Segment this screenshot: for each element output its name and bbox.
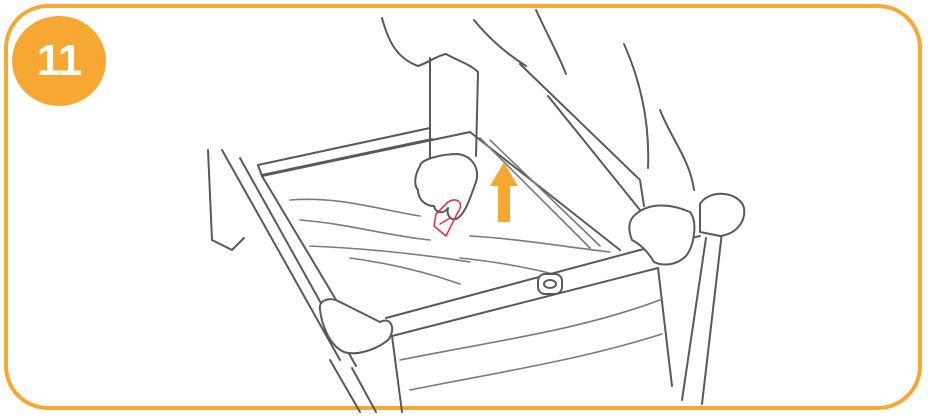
left-hand	[415, 154, 477, 219]
playard-button-icon	[538, 274, 562, 294]
left-rail	[222, 150, 376, 412]
right-hand	[629, 206, 694, 265]
corner-cap-right	[700, 194, 744, 236]
